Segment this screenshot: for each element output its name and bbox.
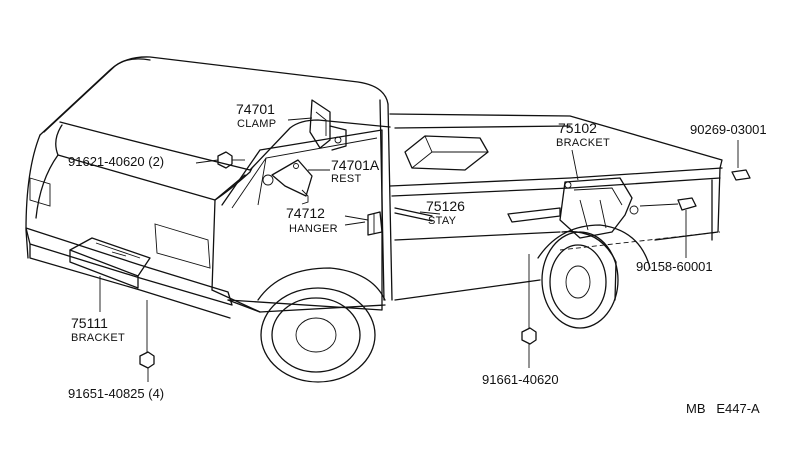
rear-bracket-part bbox=[507, 177, 639, 239]
rest-part bbox=[262, 159, 313, 205]
label-bracket-rear-name: BRACKET bbox=[556, 137, 610, 149]
label-hanger-number: 74712 bbox=[286, 205, 325, 221]
part-labels: 74701 CLAMP 74701A REST 91621-40620 (2) … bbox=[68, 101, 767, 416]
front-bolt-part bbox=[139, 346, 155, 369]
front-bracket-part bbox=[69, 237, 151, 289]
label-bolt-front: 91651-40825 (4) bbox=[68, 386, 164, 401]
label-bracket-front-number: 75111 bbox=[71, 315, 108, 331]
label-clamp-name: CLAMP bbox=[237, 118, 276, 130]
clamp-part bbox=[309, 99, 347, 151]
label-hanger-name: HANGER bbox=[289, 223, 338, 235]
label-bolt-rear: 90158-60001 bbox=[636, 259, 713, 274]
label-bracket-rear-number: 75102 bbox=[558, 120, 597, 136]
hanger-part bbox=[367, 211, 383, 236]
label-rest-name: REST bbox=[331, 173, 362, 185]
label-clip-rear: 90269-03001 bbox=[690, 122, 767, 137]
label-bracket-front-name: BRACKET bbox=[71, 332, 125, 344]
leader-lines bbox=[99, 117, 739, 382]
stay-part bbox=[394, 207, 433, 222]
rear-bolt-part bbox=[639, 197, 697, 250]
label-bolt-2: 91621-40620 (2) bbox=[68, 154, 164, 169]
bolt-part bbox=[217, 151, 245, 169]
rear-wheel bbox=[541, 230, 619, 329]
label-clamp-number: 74701 bbox=[236, 101, 275, 117]
cab-outline bbox=[25, 56, 393, 319]
front-wheel bbox=[257, 267, 386, 383]
footer-code: MB E447-A bbox=[686, 401, 760, 416]
label-bolt-stay: 91661-40620 bbox=[482, 372, 559, 387]
label-stay-name: STAY bbox=[428, 215, 457, 227]
stay-bolt-part bbox=[521, 322, 537, 345]
label-rest-number: 74701A bbox=[331, 157, 380, 173]
clip-part bbox=[731, 150, 751, 181]
label-stay-number: 75126 bbox=[426, 198, 465, 214]
